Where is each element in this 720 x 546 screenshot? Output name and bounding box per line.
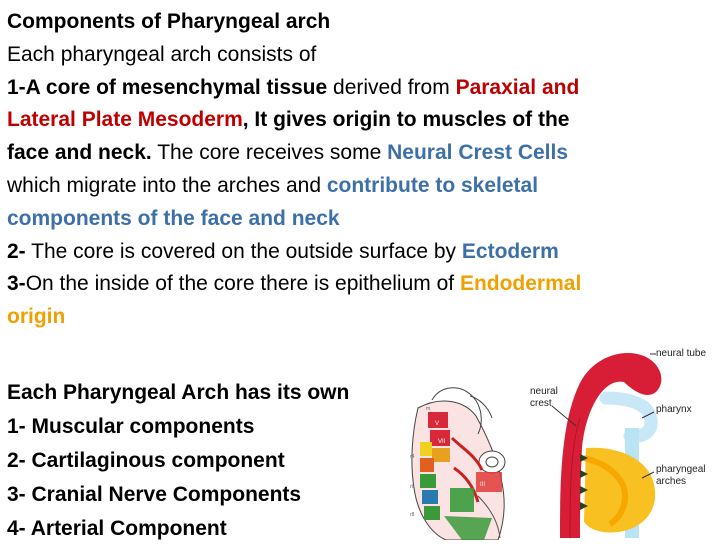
label-pharynx: pharynx (656, 404, 692, 415)
item1-line5: components of the face and neck (7, 206, 340, 230)
svg-text:III: III (480, 482, 485, 488)
item1-derived-text: derived from (327, 75, 456, 99)
item2-number: 2- (7, 239, 26, 263)
item1-core-receives-text: The core receives some (151, 141, 388, 165)
embryo-sketch: V VII III m r4 r6 r8 (410, 387, 506, 541)
item1-line3: face and neck. The core receives some Ne… (7, 137, 717, 170)
item3-number: 3- (7, 272, 26, 296)
item1-paraxial-text: Paraxial and (455, 75, 580, 99)
item1-contribute-text: contribute to skeletal (326, 173, 539, 197)
slide-title: Components of Pharyngeal arch (7, 10, 331, 33)
label-neural-crest-line2: crest (530, 398, 552, 409)
item1-migrate-text: which migrate into the arches and (7, 173, 327, 197)
item1-origin-text: , It gives origin to muscles of the (242, 108, 570, 132)
label-neural-crest-line1: neural (530, 386, 558, 397)
item1-line2: Lateral Plate Mesoderm, It gives origin … (7, 104, 717, 137)
item1-face-neck-text: face and neck. (7, 141, 152, 165)
list-item: 2- Cartilaginous component (7, 449, 285, 472)
svg-text:r8: r8 (410, 512, 415, 518)
item2-text: The core is covered on the outside surfa… (25, 239, 462, 263)
label-pharyngeal-arches-line1: pharyngeal (656, 464, 706, 475)
svg-text:VII: VII (438, 439, 446, 445)
arch-diagram: V VII III m r4 r6 r8 (410, 353, 662, 541)
item1-core-text: 1-A core of mesenchymal tissue (7, 75, 328, 99)
list-item: 4- Arterial Component (7, 517, 227, 540)
item1-lateral-plate-text: Lateral Plate Mesoderm (7, 108, 243, 132)
item1-neural-crest-text: Neural Crest Cells (387, 141, 569, 165)
item3-line2: origin (7, 305, 66, 329)
main-text: Components of Pharyngeal arch Each phary… (7, 6, 717, 334)
item1-line4: which migrate into the arches and contri… (7, 170, 717, 203)
components-list: Each Pharyngeal Arch has its own 1- Musc… (7, 376, 407, 546)
list-heading: Each Pharyngeal Arch has its own (7, 381, 350, 404)
item3-text: On the inside of the core there is epith… (25, 272, 460, 296)
svg-text:V: V (435, 421, 439, 427)
label-pharyngeal-arches-line2: arches (656, 476, 687, 487)
neural-crest-sketch (551, 353, 662, 539)
item3-line1: 3-On the inside of the core there is epi… (7, 268, 717, 301)
svg-text:r6: r6 (410, 484, 415, 490)
list-item: 1- Muscular components (7, 415, 255, 438)
svg-text:r4: r4 (410, 454, 415, 460)
svg-text:m: m (426, 406, 430, 412)
list-item: 3- Cranial Nerve Components (7, 483, 302, 506)
item3-endodermal: Endodermal (459, 272, 582, 296)
item2-ectoderm: Ectoderm (461, 239, 559, 263)
item1-line1: 1-A core of mesenchymal tissue derived f… (7, 72, 717, 105)
item2-line: 2- The core is covered on the outside su… (7, 236, 717, 269)
label-neural-tube: neural tube (656, 348, 707, 359)
intro-line: Each pharyngeal arch consists of (7, 42, 317, 66)
pharyngeal-arch-figure: V VII III m r4 r6 r8 (380, 338, 720, 541)
